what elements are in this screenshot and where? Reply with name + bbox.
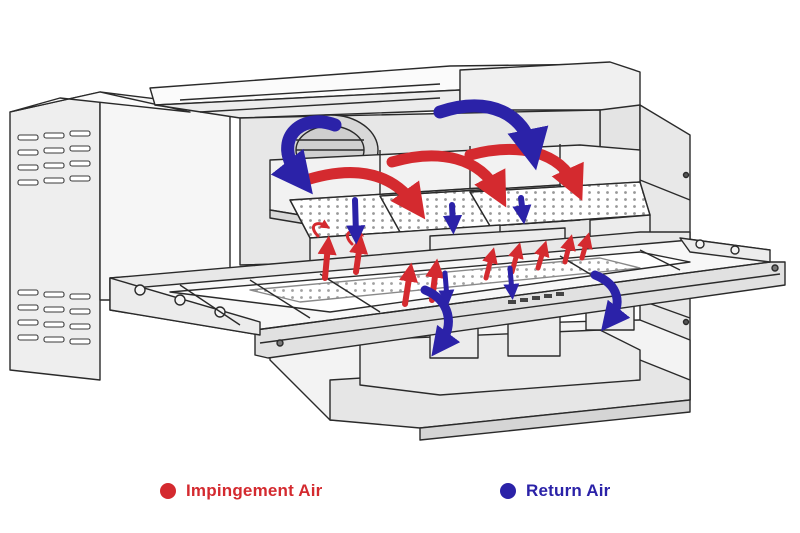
oven-body	[9, 61, 786, 441]
return-arrow-6	[420, 285, 461, 357]
legend-return: Return Air	[500, 478, 611, 504]
impingement-arrow-12	[577, 232, 593, 261]
return-arrow-1	[270, 115, 342, 195]
return-arrow-8	[438, 270, 455, 306]
impingement-arrow-5	[349, 234, 369, 275]
impingement-arrow-9	[508, 242, 524, 275]
control-box	[9, 91, 231, 381]
blue-dot-icon	[500, 483, 516, 499]
return-arrow-9	[503, 265, 520, 300]
impingement-arrow-10	[534, 240, 550, 271]
return-arrow-5	[512, 195, 532, 225]
red-dot-icon	[160, 483, 176, 499]
legend-return-label: Return Air	[526, 481, 611, 500]
legend-impingement-label: Impingement Air	[186, 481, 323, 500]
impingement-arrow-8	[482, 247, 498, 281]
return-arrow-3	[346, 197, 366, 245]
impingement-arrow-11	[560, 234, 576, 265]
impingement-arrow-4	[317, 235, 337, 281]
legend-impingement: Impingement Air	[160, 478, 323, 504]
impingement-arrow-1	[294, 167, 426, 220]
return-arrow-4	[442, 202, 463, 235]
vent-slots	[17, 130, 91, 345]
impingement-arrow-2	[386, 150, 507, 208]
impingement-arrow-13	[312, 219, 331, 238]
return-arrows	[270, 99, 631, 357]
return-arrow-7	[590, 270, 631, 332]
indicator-slots	[508, 292, 564, 304]
impingement-arrow-6	[399, 262, 419, 307]
return-arrow-2	[433, 99, 549, 171]
